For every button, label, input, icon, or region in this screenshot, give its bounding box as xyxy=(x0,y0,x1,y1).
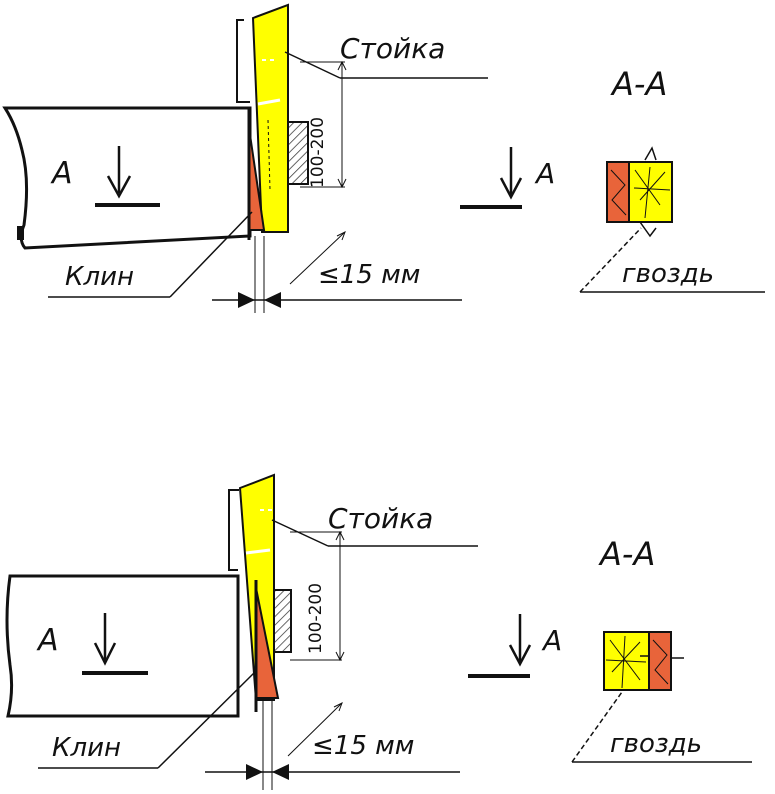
nail-leader xyxy=(571,691,623,763)
wedge-leader xyxy=(169,211,253,298)
gap-arrow-right xyxy=(264,292,281,308)
hatched-block xyxy=(287,121,309,185)
section-title: А-А xyxy=(598,535,655,573)
section-letter: А xyxy=(541,624,562,657)
view-arrow-head xyxy=(93,642,117,666)
wedge-leader xyxy=(157,671,256,769)
nail-label: гвоздь xyxy=(622,259,714,289)
bracket xyxy=(228,489,239,571)
section-letter: А xyxy=(534,157,555,190)
section-wedge xyxy=(648,631,672,691)
stand-leader xyxy=(271,519,329,547)
view-letter: А xyxy=(50,156,73,191)
gap-arrow-right xyxy=(272,764,289,780)
stand-post xyxy=(251,3,289,233)
view-arrow-head xyxy=(106,175,132,199)
gap-limit: ≤15 мм xyxy=(312,731,414,761)
section-arrow-head xyxy=(508,644,532,667)
diagram-top: А Стойка 100-200 ≤15 мм xyxy=(2,3,765,313)
dimension-label: 100-200 xyxy=(306,583,326,654)
nail-leader xyxy=(579,227,642,293)
nail xyxy=(639,146,657,238)
gap-arrow-left xyxy=(238,292,255,308)
view-letter: А xyxy=(36,623,59,658)
stand-label: Стойка xyxy=(328,502,433,535)
slab-edge-mark xyxy=(17,226,24,240)
gap-arrow-left xyxy=(246,764,263,780)
wedge-label: Клин xyxy=(52,733,121,763)
formwork-slab xyxy=(5,574,240,718)
diagram-bottom: А Стойка 100-200 ≤15 мм Клин А-А xyxy=(5,473,752,790)
gap-limit: ≤15 мм xyxy=(318,260,420,290)
section-arrow-head xyxy=(499,177,523,200)
hatched-block xyxy=(273,589,292,653)
nail xyxy=(640,655,684,659)
section-title: А-А xyxy=(610,65,667,103)
wedge-label: Клин xyxy=(65,262,134,292)
dimension-label: 100-200 xyxy=(308,117,328,188)
stand-label: Стойка xyxy=(340,32,445,65)
stand-leader xyxy=(284,51,341,79)
nail-label: гвоздь xyxy=(610,729,702,759)
section-wedge xyxy=(606,161,630,223)
bracket xyxy=(236,19,250,103)
